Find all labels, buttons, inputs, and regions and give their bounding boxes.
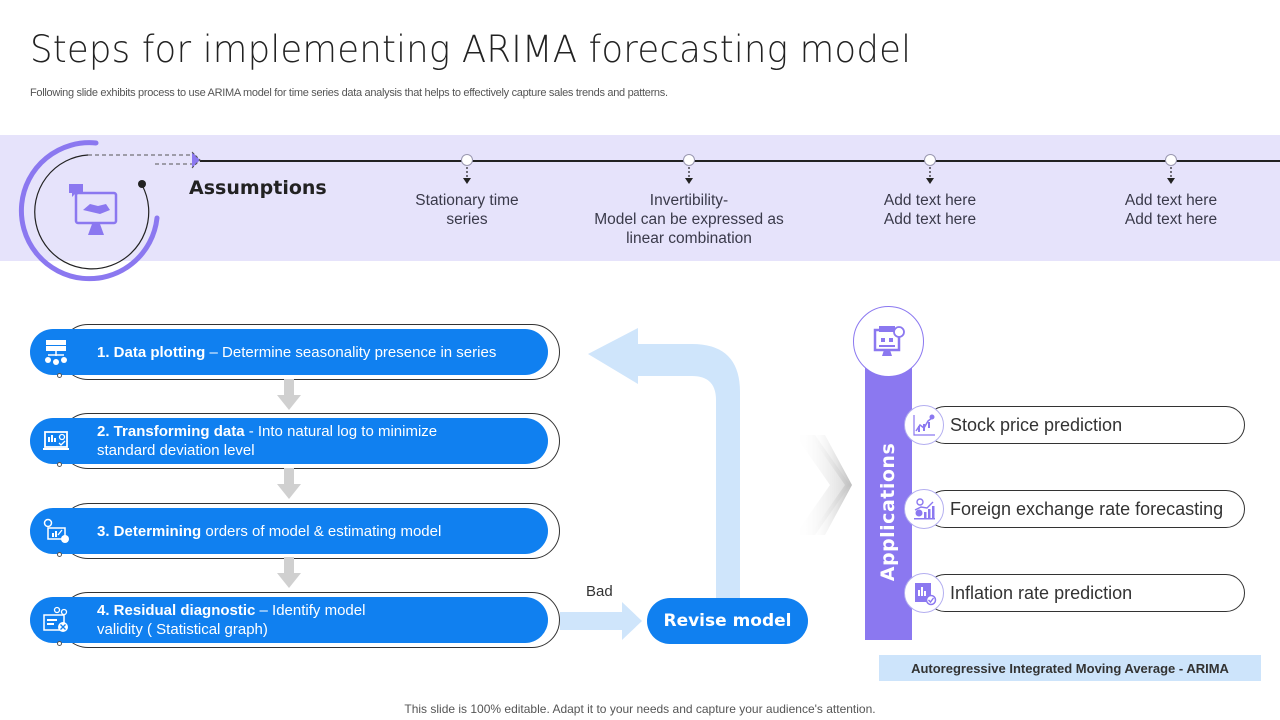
timeline-line (200, 160, 1280, 162)
down-arrow-icon (926, 167, 934, 184)
application-label: Stock price prediction (950, 414, 1123, 435)
application-item-1: Stock price prediction (904, 405, 1245, 445)
page-title: Steps for implementing ARIMA forecasting… (30, 28, 912, 71)
step-dot (57, 373, 62, 378)
down-arrow-icon (277, 379, 301, 410)
step-pill (30, 597, 548, 643)
down-arrow-icon (277, 468, 301, 499)
loop-back-arrow (560, 328, 740, 640)
revise-model-button[interactable]: Revise model (647, 598, 808, 644)
assumptions-ring (18, 140, 201, 282)
step-text: 4. Residual diagnostic – Identify model … (97, 602, 366, 638)
currency-growth-icon (914, 498, 935, 520)
application-label: Foreign exchange rate forecasting (950, 498, 1224, 519)
return-arrow (588, 328, 740, 600)
applications-title: Applications (877, 442, 899, 582)
step-2: 2. Transforming data - Into natural log … (30, 413, 560, 469)
timeline-node (683, 154, 695, 166)
step-pill (30, 329, 548, 375)
application-label: Inflation rate prediction (950, 582, 1133, 603)
step-dot (57, 641, 62, 646)
application-icon-circle (904, 405, 944, 445)
arima-label: Autoregressive Integrated Moving Average… (879, 655, 1261, 681)
down-arrow-icon (463, 167, 471, 184)
down-arrow-icon (685, 167, 693, 184)
tools-report-icon (43, 606, 68, 632)
ring-dot (138, 180, 146, 188)
application-item-2: Foreign exchange rate forecasting (904, 489, 1245, 529)
assumptions-band (0, 135, 1280, 261)
gear-chart-monitor-icon (43, 518, 69, 543)
step-4: 4. Residual diagnostic – Identify model … (30, 592, 560, 648)
application-pill (926, 490, 1245, 528)
step-text: 3. Determining orders of model & estimat… (97, 522, 442, 540)
down-arrow-icon (1167, 167, 1175, 184)
assumptions-title: Assumptions (189, 177, 327, 199)
timeline-node (461, 154, 473, 166)
application-icon-circle (904, 573, 944, 613)
stock-chart-icon (913, 414, 935, 436)
step-3: 3. Determining orders of model & estimat… (30, 503, 560, 559)
application-pill (926, 406, 1245, 444)
step-text: 1. Data plotting – Determine seasonality… (97, 343, 497, 361)
step-dot (57, 462, 62, 467)
application-pill (926, 574, 1245, 612)
step-1: 1. Data plotting – Determine seasonality… (30, 324, 560, 380)
handshake-monitor-icon (69, 184, 118, 235)
bad-arrow (560, 602, 642, 640)
timeline-node (1165, 154, 1177, 166)
step-pill (30, 418, 548, 464)
application-item-3: Inflation rate prediction (904, 573, 1245, 613)
applications-icon-circle (853, 306, 924, 377)
footer-note: This slide is 100% editable. Adapt it to… (404, 702, 876, 716)
analytics-laptop-icon (43, 431, 69, 450)
page-subtitle: Following slide exhibits process to use … (30, 87, 668, 99)
hierarchy-network-icon (45, 340, 67, 365)
monitor-search-icon (873, 325, 905, 356)
step-dot (57, 552, 62, 557)
down-arrow-icon (277, 557, 301, 588)
chevron-right-icon (795, 435, 852, 535)
timeline-node (924, 154, 936, 166)
step-pill (30, 508, 548, 554)
bad-label: Bad (586, 583, 613, 600)
step-text: 2. Transforming data - Into natural log … (97, 423, 438, 459)
report-check-icon (915, 583, 937, 606)
application-icon-circle (904, 489, 944, 529)
